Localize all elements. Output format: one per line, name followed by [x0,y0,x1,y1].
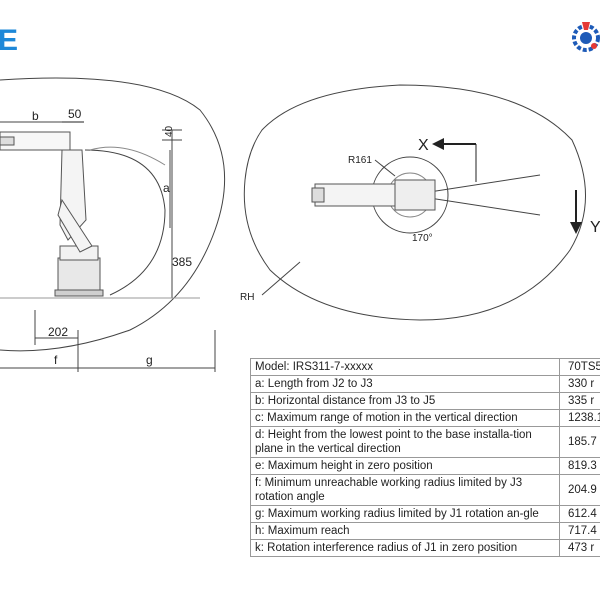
spec-label: c: Maximum range of motion in the vertic… [250,409,560,427]
dim-50: 50 [68,107,82,121]
table-row: g: Maximum working radius limited by J1 … [250,505,600,523]
table-row: f: Minimum unreachable working radius li… [250,474,600,506]
rh-label: RH [240,292,254,303]
spec-value: 717.4 [559,522,600,540]
spec-label: b: Horizontal distance from J3 to J5 [250,392,560,410]
spec-value: 612.4 [559,505,600,523]
side-view [0,77,226,372]
spec-value: 185.7 [559,426,600,458]
dim-b: b [32,109,39,123]
spec-value: 335 r [559,392,600,410]
axis-x-label: X [418,137,429,154]
spec-value: 70TS5 [559,358,600,376]
table-row: k: Rotation interference radius of J1 in… [250,539,600,557]
spec-label: d: Height from the lowest point to the b… [250,426,560,458]
spec-value: 819.3 [559,457,600,475]
brand-logo: E [0,24,20,57]
dim-385: 385 [172,255,192,269]
robot-workspace-drawing: b 50 40 a 385 202 f g X Y R161 170° RH [0,77,600,372]
spec-value: 1238.1 [559,409,600,427]
table-row: d: Height from the lowest point to the b… [250,426,600,458]
table-row: c: Maximum range of motion in the vertic… [250,409,600,427]
dim-g: g [146,353,153,367]
spec-label: e: Maximum height in zero position [250,457,560,475]
spec-value: 330 r [559,375,600,393]
spec-label: k: Rotation interference radius of J1 in… [250,539,560,557]
dim-f: f [54,353,58,367]
dim-a: a [163,181,170,195]
y-arrow-icon [570,222,582,234]
dim-202: 202 [48,325,68,339]
spec-value: 204.9 [559,474,600,506]
spec-label: f: Minimum unreachable working radius li… [250,474,560,506]
x-arrow-icon [432,138,444,150]
r161-label: R161 [348,155,372,166]
axis-y-label: Y [590,219,600,236]
spec-value: 473 r [559,539,600,557]
spec-label: h: Maximum reach [250,522,560,540]
top-view [243,84,586,321]
spec-label: g: Maximum working radius limited by J1 … [250,505,560,523]
angle-label: 170° [412,233,433,244]
spec-label: a: Length from J2 to J3 [250,375,560,393]
gear-robot-icon [572,22,600,52]
dim-40: 40 [164,125,175,137]
spec-label: Model: IRS311-7-xxxxx [250,358,560,376]
